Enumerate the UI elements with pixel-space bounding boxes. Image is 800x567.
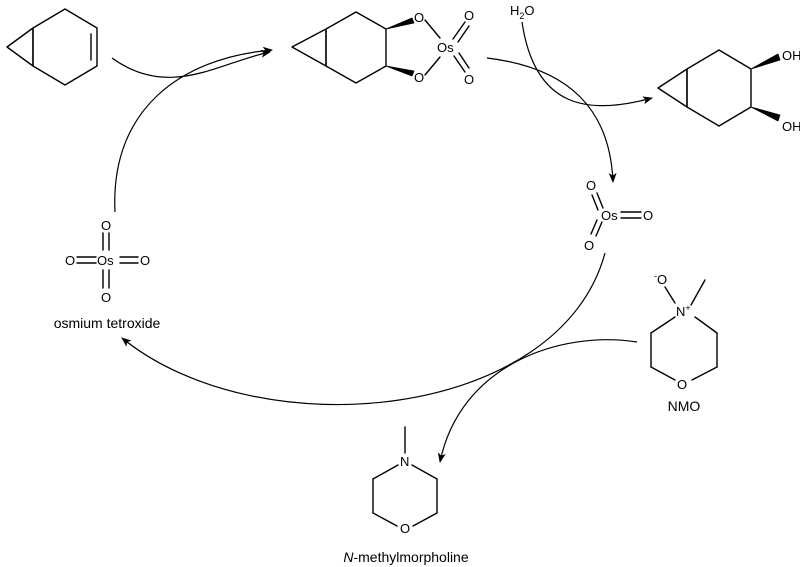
osmate-ester: [291, 11, 470, 84]
reduced-o-top: O: [586, 178, 596, 193]
nmo-ring-oxygen: O: [677, 377, 687, 392]
reduced-osmium: [590, 192, 642, 237]
ester-o-bottom: O: [414, 70, 424, 85]
diol-oh-top: OH: [782, 48, 800, 63]
nmm-nitrogen: N: [400, 454, 409, 469]
diol-product: [657, 49, 781, 127]
osmium-tetroxide-caption: osmium tetroxide: [54, 315, 161, 331]
osmium-tetroxide-structure: [76, 232, 139, 289]
water-label: H2O: [510, 3, 535, 21]
oso4-o-right: O: [140, 253, 150, 268]
arrow-water-to-diol: [521, 21, 653, 107]
oso4-o-left: O: [65, 253, 75, 268]
arrow-reoxidation-to-oso4: [121, 252, 606, 406]
oso4-o-bottom: O: [101, 290, 111, 305]
diol-oh-bottom: OH: [782, 119, 800, 134]
ester-o-top: O: [414, 10, 424, 25]
starting-alkene: [6, 8, 98, 86]
reduced-osmium-label: Os: [601, 208, 618, 223]
ester-oxo-top: O: [464, 8, 474, 23]
n-methylmorpholine-caption: N-methylmorpholine: [343, 549, 468, 565]
n-methylmorpholine-structure: [372, 426, 438, 527]
reduced-o-right: O: [643, 208, 653, 223]
oso4-osmium: Os: [97, 253, 114, 268]
nmo-structure: [650, 279, 718, 381]
arrow-ester-to-reduced-osmium: [486, 57, 617, 183]
reduced-o-bottom: O: [584, 238, 594, 253]
oso4-o-top: O: [101, 218, 111, 233]
ester-osmium: Os: [437, 40, 454, 55]
nmo-caption: NMO: [668, 398, 701, 414]
nmo-nitrogen: N+: [676, 303, 691, 319]
nmo-oxide-o: -O: [654, 271, 667, 287]
arrow-nmo-to-nmm: [437, 339, 638, 463]
arrow-alkene-to-ester: [111, 49, 271, 78]
ester-oxo-bottom: O: [464, 72, 474, 87]
nmm-ring-oxygen: O: [400, 521, 410, 536]
arrow-oso4-to-ester: [114, 46, 273, 213]
